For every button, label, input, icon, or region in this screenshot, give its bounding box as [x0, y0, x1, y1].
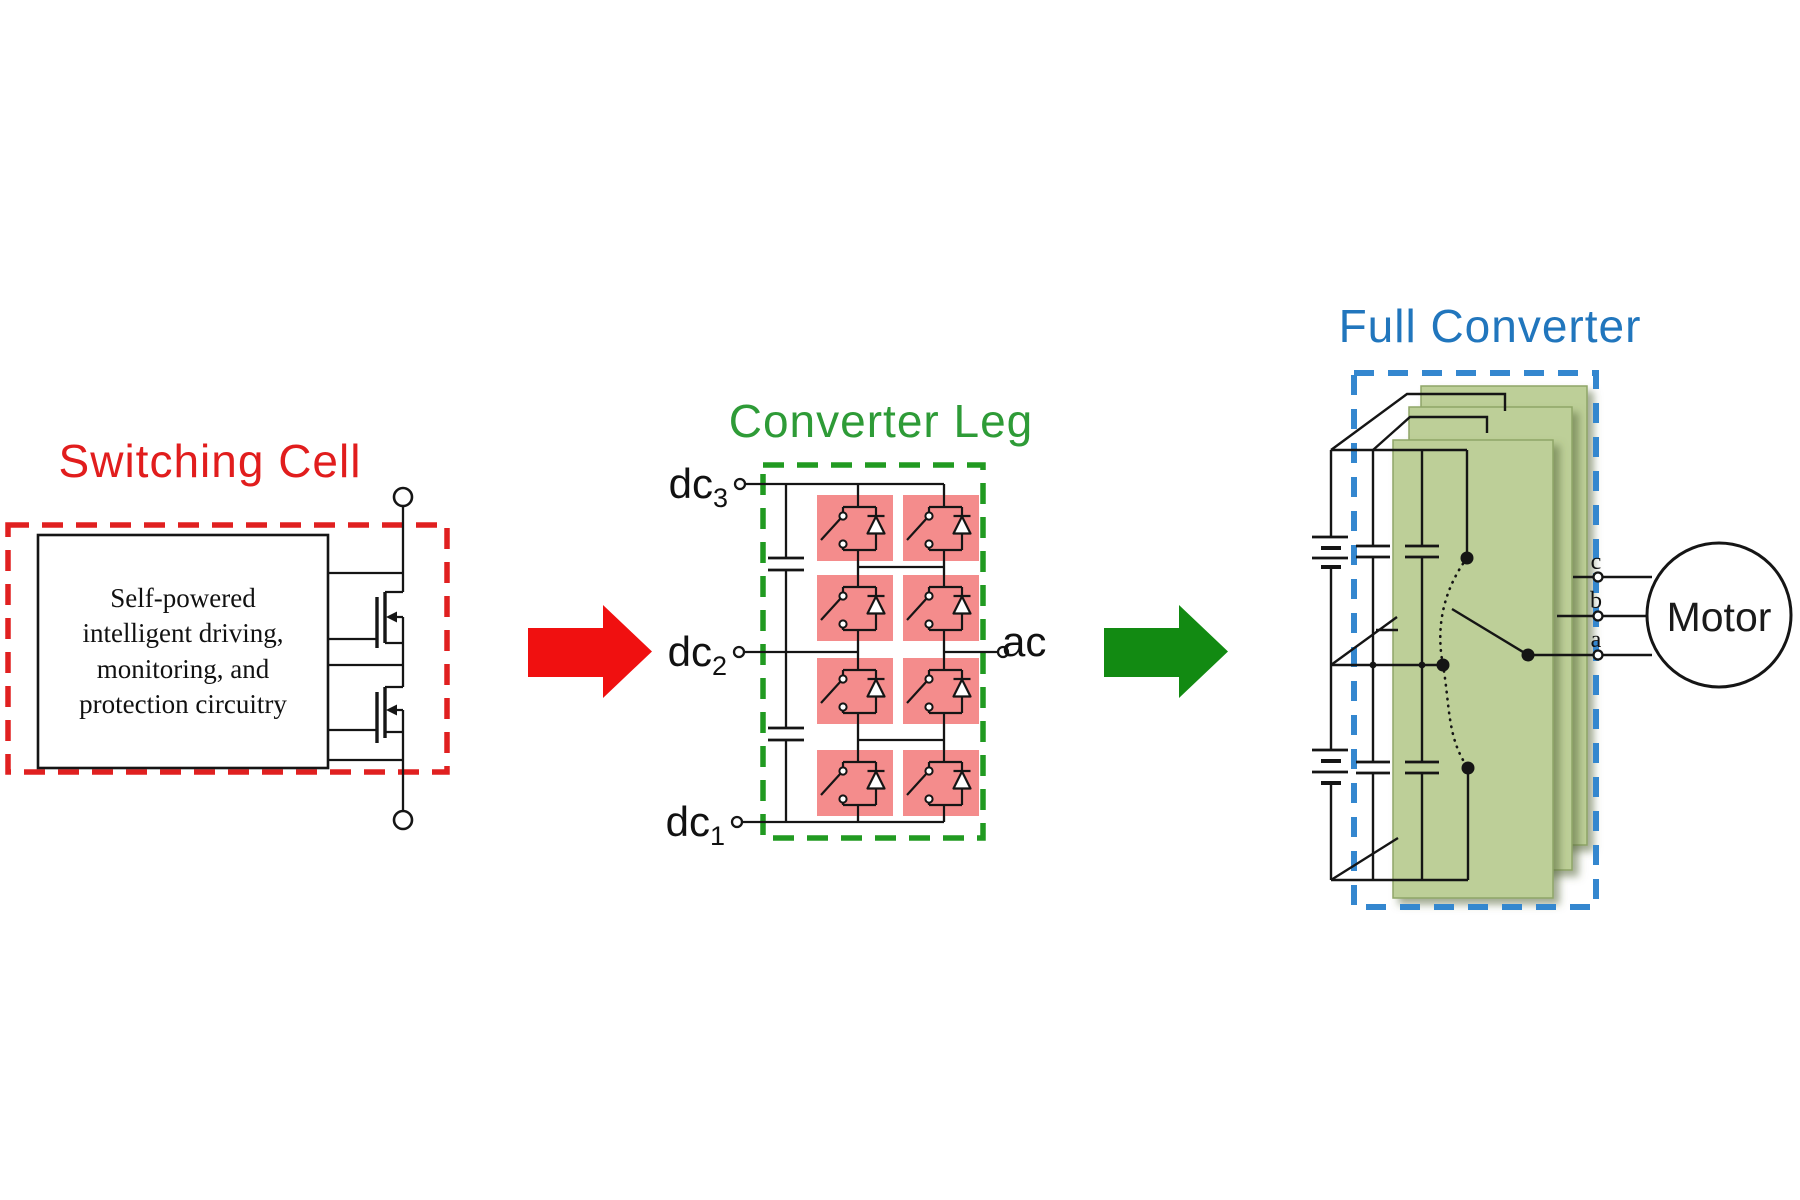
- dc2-label: dc2: [597, 627, 727, 691]
- dc3-label-base: dc: [668, 460, 713, 507]
- dc2-terminal: [732, 645, 746, 659]
- motor-label: Motor: [1666, 594, 1772, 640]
- phase-c-terminal: [1592, 571, 1604, 583]
- phase-b-terminal: [1592, 610, 1604, 622]
- switching-cell-dashed-box: [5, 522, 450, 775]
- red-arrow-icon: [528, 605, 652, 698]
- full-converter-dashed-box: [1351, 370, 1599, 910]
- dc1-label-sub: 1: [709, 821, 725, 851]
- driver-text-box: [36, 533, 330, 770]
- top-terminal: [392, 486, 414, 508]
- dc3-terminal: [733, 477, 747, 491]
- driver-box-line: monitoring, and: [96, 653, 270, 684]
- converter-leg-circuit: [730, 477, 1010, 829]
- motor-circle: [1645, 541, 1793, 689]
- dc1-label: dc1: [595, 797, 725, 861]
- switching-cell-title: Switching Cell: [58, 435, 362, 487]
- converter-leg-title: Converter Leg: [728, 395, 1034, 447]
- switch-cell: [903, 495, 979, 561]
- switch-cell: [903, 575, 979, 641]
- dc1-label-base: dc: [665, 798, 710, 845]
- dc3-label: dc3: [598, 459, 728, 523]
- driver-box-text: Self-powered intelligent driving, monito…: [38, 535, 328, 768]
- back-panel-bus: [1330, 392, 1507, 451]
- dc2-label-base: dc: [667, 628, 712, 675]
- ac-label: ac: [1002, 618, 1047, 665]
- bus-capacitors-icon: [1356, 544, 1439, 775]
- phase-a-label: a: [1590, 627, 1602, 653]
- driver-box-line: intelligent driving,: [82, 618, 284, 649]
- disconnect-switches-icon: [1330, 616, 1399, 882]
- full-converter-title: Full Converter: [1338, 300, 1642, 352]
- switch-cell: [817, 575, 893, 641]
- switch-cell: [903, 750, 979, 816]
- driver-box-line: protection circuitry: [79, 688, 287, 719]
- switch-cell: [903, 658, 979, 724]
- bottom-terminal: [392, 809, 414, 831]
- mosfet-lower-icon: [375, 685, 403, 743]
- dc2-label-sub: 2: [711, 651, 727, 681]
- phase-leg-panels: [1392, 385, 1588, 899]
- switch-cell: [817, 495, 893, 561]
- middle-panel-bus: [1372, 415, 1489, 451]
- mosfet-upper-icon: [375, 590, 403, 648]
- phase-lines: [1528, 575, 1652, 657]
- green-arrow-icon: [1104, 605, 1228, 698]
- phase-c-label: c: [1590, 549, 1602, 575]
- selector-switch-icon: [1436, 551, 1535, 775]
- full-converter-circuit: [1312, 392, 1793, 882]
- phase-a-terminal: [1592, 649, 1604, 661]
- dc-link-capacitors-icon: [768, 556, 804, 742]
- ac-terminal: [996, 645, 1010, 659]
- dc1-terminal: [730, 815, 744, 829]
- switch-cell: [817, 750, 893, 816]
- phase-panel-front: [1392, 439, 1554, 899]
- driver-box-line: Self-powered: [110, 583, 256, 614]
- switch-cell: [817, 658, 893, 724]
- dc3-label-sub: 3: [712, 483, 728, 513]
- battery-icon: [1312, 535, 1348, 785]
- switching-cell-circuit: [36, 486, 414, 831]
- phase-b-label: b: [1590, 588, 1602, 614]
